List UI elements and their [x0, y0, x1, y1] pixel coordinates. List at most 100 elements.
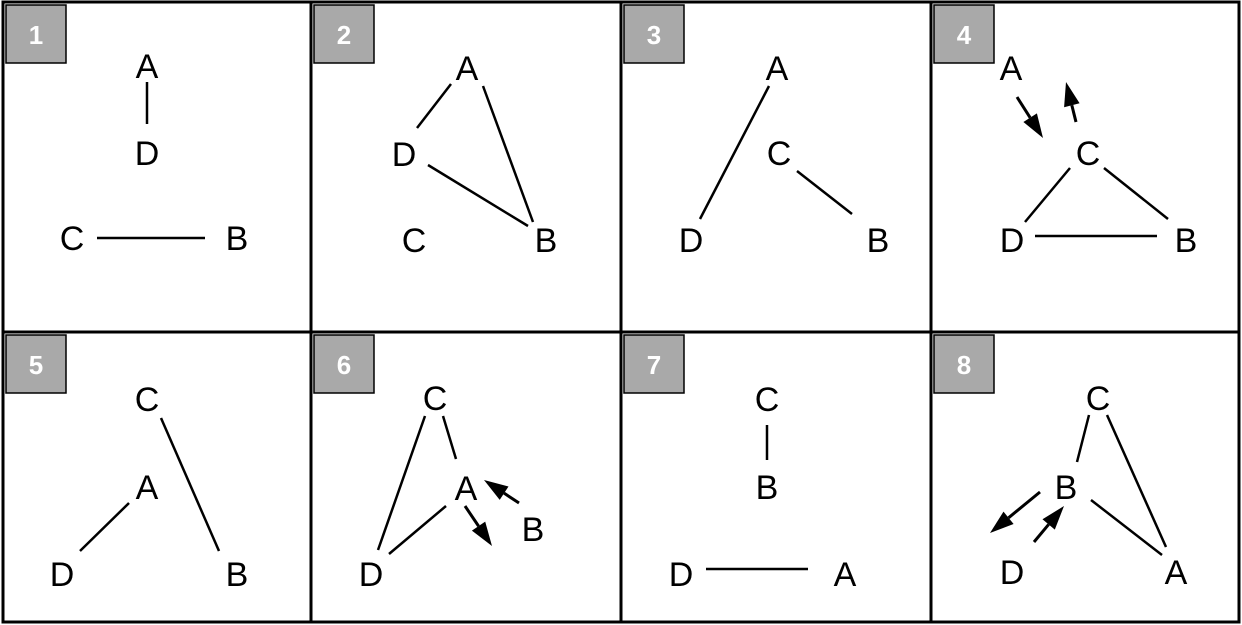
panel-number-badge: 7: [623, 334, 685, 394]
panel-6: 6C A B D: [309, 330, 623, 624]
arrow-head: [471, 521, 492, 546]
node-d: D: [50, 556, 75, 594]
panel-8: 8C B D A: [929, 330, 1241, 624]
edge-a-d: [388, 505, 447, 555]
node-a: A: [1165, 554, 1188, 592]
node-b: B: [1175, 222, 1198, 260]
panel-number-badge: 8: [933, 334, 995, 394]
node-a: A: [456, 50, 479, 88]
panel-number: 1: [29, 20, 43, 50]
node-b: B: [226, 556, 249, 594]
arrow-c-away: [1064, 82, 1080, 123]
node-d: D: [669, 556, 694, 594]
arrow-shaft: [503, 491, 520, 505]
node-b: B: [1055, 469, 1078, 507]
node-a: A: [136, 469, 159, 507]
edge-c-a: [1105, 414, 1168, 548]
panel-4: 4A C D B: [929, 0, 1241, 334]
edge-c-d: [1024, 167, 1071, 223]
panel-number: 7: [647, 350, 661, 380]
edge-a-d: [698, 85, 771, 220]
arrow-shaft: [463, 505, 480, 527]
node-b: B: [756, 469, 779, 507]
panel-number: 4: [957, 20, 972, 50]
node-c: C: [135, 381, 160, 419]
edge-c-b: [1103, 167, 1169, 220]
panel-number-badge: 4: [933, 4, 995, 64]
node-a: A: [834, 556, 857, 594]
arrow-head: [1023, 113, 1043, 138]
panel-number-badge-bg: [313, 334, 375, 394]
edge-c-b: [1075, 414, 1091, 463]
edge-c-b: [796, 170, 853, 215]
node-c: C: [423, 380, 448, 418]
node-a: A: [1000, 50, 1023, 88]
panel-number-badge: 2: [313, 4, 375, 64]
edge-a-d: [416, 83, 452, 129]
panel-1: 1A D C B: [1, 0, 313, 334]
arrow-shaft: [1015, 96, 1032, 119]
panel-number-badge-bg: [933, 334, 995, 394]
node-c: C: [1086, 380, 1111, 418]
edge-c-b: [159, 417, 221, 552]
panel-3: 3A C D B: [619, 0, 933, 334]
panel-number-badge-bg: [933, 4, 995, 64]
node-d: D: [1000, 222, 1025, 260]
edge-c-d: [441, 415, 458, 460]
node-d: D: [359, 556, 384, 594]
panel-number-badge: 6: [313, 334, 375, 394]
panel-number-badge: 1: [5, 4, 67, 64]
node-c: C: [767, 135, 792, 173]
arrow-shaft: [1007, 490, 1041, 519]
node-a: A: [455, 470, 478, 508]
panel-number-badge-bg: [313, 4, 375, 64]
arrow-shaft: [1032, 523, 1050, 543]
node-b: B: [535, 222, 558, 260]
node-d: D: [135, 135, 160, 173]
panel-number-badge-bg: [5, 4, 67, 64]
node-b: B: [226, 220, 249, 258]
node-d: D: [392, 136, 417, 174]
node-c: C: [60, 220, 85, 258]
arrow-head: [990, 511, 1014, 533]
edge-c-a: [376, 415, 427, 551]
node-a: A: [766, 50, 789, 88]
panel-2: 2A D C B: [309, 0, 623, 334]
arrow-head: [484, 480, 509, 500]
panel-number-badge: 3: [623, 4, 685, 64]
panel-border: [619, 0, 933, 334]
panel-number-badge-bg: [623, 4, 685, 64]
edge-b-a: [1090, 499, 1163, 556]
panel-7: 7C B D A: [619, 330, 933, 624]
arrow-head: [1042, 506, 1064, 530]
arrow-b-toward-a: [484, 480, 520, 505]
edge-d-b: [427, 163, 529, 228]
panel-number-badge: 5: [5, 334, 67, 394]
edge-a-b: [481, 85, 535, 223]
panel-number: 2: [337, 20, 351, 50]
panel-border: [309, 0, 623, 334]
node-c: C: [402, 222, 427, 260]
node-d: D: [679, 222, 704, 260]
panel-number: 8: [957, 350, 971, 380]
panel-number: 6: [337, 350, 351, 380]
node-c: C: [755, 381, 780, 419]
arrow-b-away: [990, 490, 1041, 533]
arrow-shaft: [1070, 104, 1078, 123]
arrow-head: [1064, 82, 1080, 108]
panel-number: 3: [647, 20, 661, 50]
node-b: B: [867, 222, 890, 260]
node-b: B: [522, 511, 545, 549]
node-a: A: [136, 48, 159, 86]
node-c: C: [1076, 135, 1101, 173]
arrow-a-toward-c: [1015, 96, 1043, 138]
panel-5: 5C A D B: [1, 330, 313, 624]
panel-number-badge-bg: [623, 334, 685, 394]
node-d: D: [1000, 554, 1025, 592]
arrow-a-away: [463, 505, 492, 546]
arrow-d-toward-b: [1032, 506, 1064, 543]
panel-number: 5: [29, 350, 43, 380]
panel-number-badge-bg: [5, 334, 67, 394]
edge-a-d: [79, 502, 130, 552]
